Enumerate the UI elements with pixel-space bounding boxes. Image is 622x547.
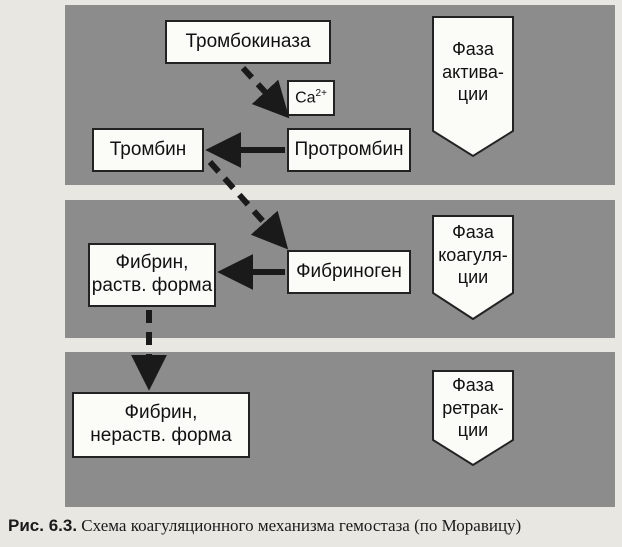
thrombokinase-node: Тромбокиназа (165, 20, 331, 64)
retraction-phase-tag: Фаза ретрак- ции (432, 370, 514, 530)
caption-text: Схема коагуляционного механизма гемостаз… (77, 516, 522, 535)
arrow-thrombokinase-to-calcium (240, 65, 290, 119)
fibrinogen-label: Фибриноген (296, 260, 402, 282)
thrombin-label: Тромбин (109, 138, 187, 160)
thrombokinase-label: Тромбокиназа (185, 30, 311, 52)
caption-label: Рис. 6.3. (8, 516, 78, 535)
fibrin-insoluble-label: Фибрин, нераств. форма (90, 402, 232, 446)
coagulation-phase-tag: Фаза коагуля- ции (432, 215, 514, 375)
coagulation-phase-label: Фаза коагуля- ции (438, 222, 508, 287)
prothrombin-node: Протромбин (287, 128, 411, 172)
retraction-phase-label: Фаза ретрак- ции (442, 375, 504, 440)
fibrin-insoluble-node: Фибрин, нераств. форма (72, 392, 250, 458)
activation-phase-label: Фаза актива- ции (442, 39, 504, 104)
activation-phase-tag: Фаза актива- ции (432, 16, 514, 176)
thrombin-node: Тромбин (92, 128, 204, 172)
calcium-charge: 2+ (315, 88, 327, 100)
calcium-label: Ca2+ (295, 88, 327, 107)
arrow-thrombin-to-fibrinogen (207, 160, 289, 250)
prothrombin-label: Протромбин (294, 138, 404, 160)
fibrinogen-node: Фибриноген (287, 250, 411, 294)
calcium-node: Ca2+ (287, 80, 335, 116)
fibrin-soluble-node: Фибрин, раств. форма (88, 243, 216, 307)
fibrin-soluble-label: Фибрин, раств. форма (91, 252, 213, 296)
figure-caption: Рис. 6.3. Схема коагуляционного механизм… (8, 516, 620, 536)
